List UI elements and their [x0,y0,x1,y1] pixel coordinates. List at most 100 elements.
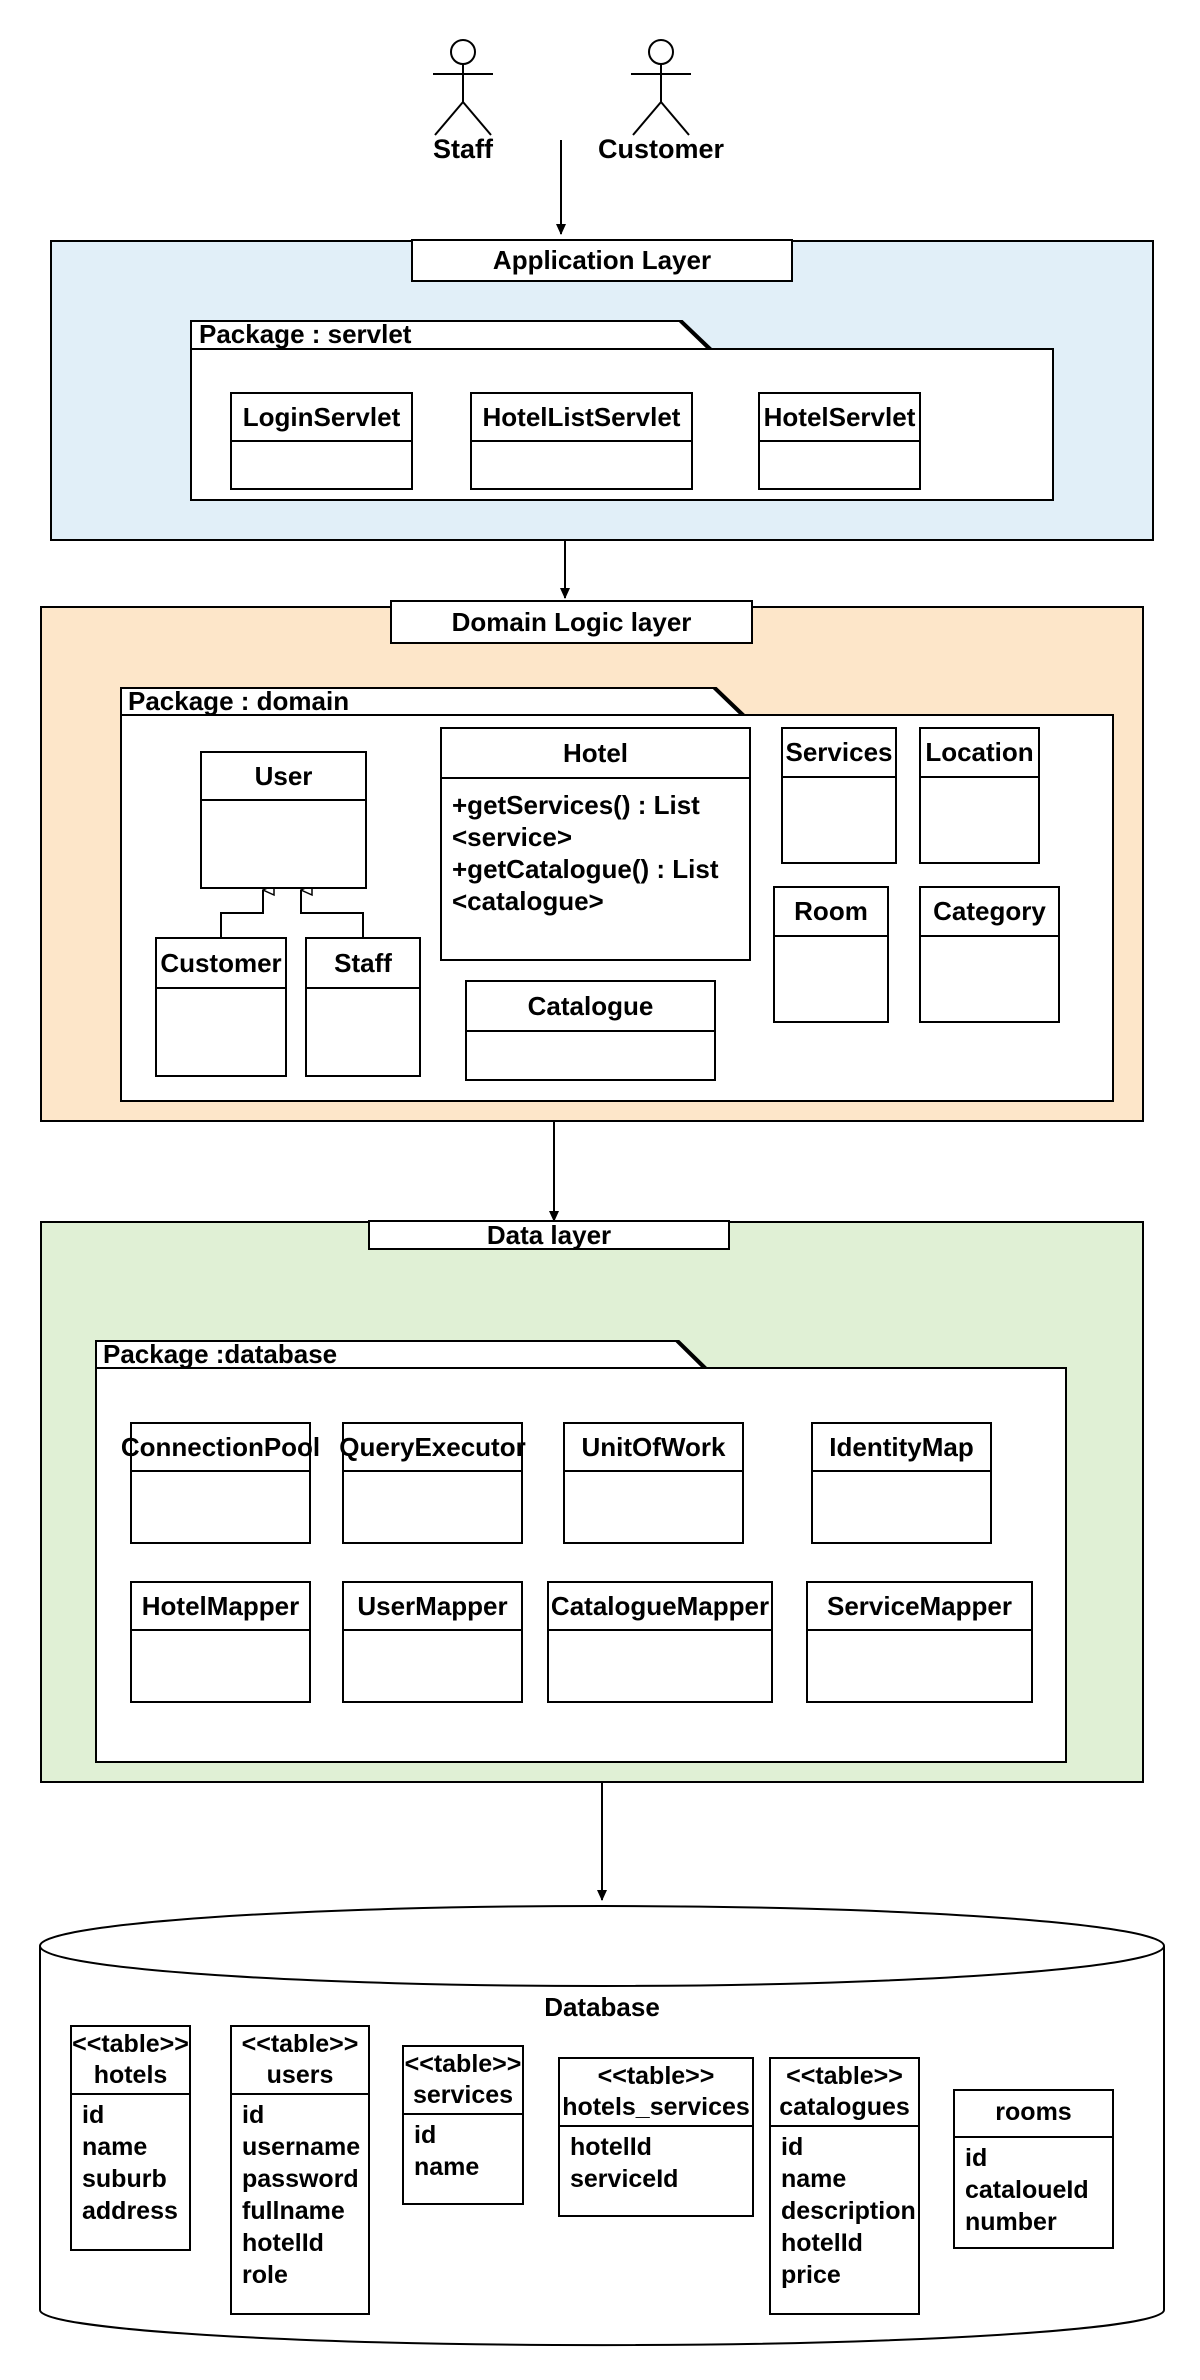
table-field: password [242,2165,359,2193]
table-hotels: <<table>> hotels id name suburb address [70,2025,191,2251]
class-name: HotelListServlet [472,394,691,442]
table-stereotype: <<table>> [404,2050,522,2078]
table-field: suburb [82,2165,167,2193]
domain-layer-title: Domain Logic layer [390,600,753,644]
table-field: name [414,2153,480,2181]
staff-actor-icon [433,39,493,136]
class-name: UserMapper [344,1583,521,1631]
class-name: IdentityMap [813,1424,990,1472]
servlet-package-tab [192,322,710,352]
table-field: address [82,2197,178,2225]
table-field: serviceId [570,2165,679,2193]
class-name: Catalogue [467,982,714,1032]
table-field: number [965,2208,1057,2236]
class-name: Staff [307,939,419,989]
table-services: <<table>> services id name [402,2045,524,2205]
class-name: Category [921,888,1058,937]
class-name: Location [921,729,1038,778]
table-name: catalogues [779,2093,910,2121]
table-field: id [82,2101,105,2129]
table-field: username [242,2133,361,2161]
data-layer-title: Data layer [368,1220,730,1250]
class-services: Services [781,727,897,864]
table-header: <<table>> catalogues [771,2059,918,2127]
table-name: users [266,2061,334,2089]
table-name: rooms [995,2098,1072,2126]
actor-customer-label: Customer [597,134,725,164]
database-label: Database [544,1992,660,2022]
domain-package-label: Package : domain [128,686,350,716]
class-name: HotelMapper [132,1583,309,1631]
class-hotelmapper: HotelMapper [130,1581,311,1703]
table-field: description [781,2197,916,2225]
table-fields: id username password fullname hotelId ro… [232,2095,368,2295]
class-usermapper: UserMapper [342,1581,523,1703]
table-field: cataloueId [965,2176,1089,2204]
application-layer-title: Application Layer [411,239,793,282]
table-header: rooms [955,2091,1112,2138]
class-name: ServiceMapper [808,1583,1031,1631]
class-hotel: Hotel +getServices() : List <service> +g… [440,727,751,961]
actor-staff-label: Staff [433,134,493,164]
table-stereotype: <<table>> [72,2030,189,2058]
table-users: <<table>> users id username password ful… [230,2025,370,2315]
class-category: Category [919,886,1060,1023]
table-catalogues: <<table>> catalogues id name description… [769,2057,920,2315]
table-stereotype: <<table>> [786,2062,903,2090]
class-name: Customer [157,939,285,989]
table-header: <<table>> users [232,2027,368,2095]
table-fields: id name suburb address [72,2095,189,2231]
hotel-method-line: +getCatalogue() : List [452,854,719,884]
class-queryexecutor: QueryExecutor [339,1422,526,1544]
table-stereotype: <<table>> [241,2030,359,2058]
table-stereotype: <<table>> [597,2062,715,2090]
table-fields: id name [404,2115,522,2187]
table-header: <<table>> hotels [72,2027,189,2095]
class-name: User [202,753,365,801]
class-catalogue: Catalogue [465,980,716,1081]
class-name: UnitOfWork [565,1424,742,1472]
table-field: id [965,2144,988,2172]
class-unitofwork: UnitOfWork [563,1422,744,1544]
class-customer: Customer [155,937,287,1077]
table-hotels-services: <<table>> hotels_services hotelId servic… [558,2057,754,2217]
table-field: hotelId [242,2229,324,2257]
class-connectionpool: ConnectionPool [121,1422,320,1544]
table-header: <<table>> services [404,2047,522,2115]
class-room: Room [773,886,889,1023]
class-hotelservlet: HotelServlet [758,392,921,490]
table-fields: id cataloueId number [955,2138,1112,2242]
table-field: role [242,2261,288,2289]
class-hotellistservlet: HotelListServlet [470,392,693,490]
table-name: services [412,2081,514,2109]
class-name: Services [783,729,895,778]
table-field: name [82,2133,148,2161]
class-name: LoginServlet [232,394,411,442]
class-name: ConnectionPool [121,1424,320,1472]
class-name: Hotel [442,729,749,779]
class-cataloguemapper: CatalogueMapper [547,1581,773,1703]
table-rooms: rooms id cataloueId number [953,2089,1114,2249]
class-name: HotelServlet [760,394,919,442]
table-fields: id name description hotelId price [771,2127,918,2295]
database-package-label: Package :database [103,1339,338,1369]
table-name: hotels_services [562,2093,750,2121]
table-field: fullname [242,2197,345,2225]
table-field: id [781,2133,804,2161]
class-identitymap: IdentityMap [811,1422,992,1544]
table-field: id [414,2121,437,2149]
table-field: hotelId [570,2133,652,2161]
class-name: CatalogueMapper [549,1583,771,1631]
table-field: hotelId [781,2229,863,2257]
servlet-package-label: Package : servlet [199,319,412,349]
customer-actor-icon [631,39,691,136]
class-loginservlet: LoginServlet [230,392,413,490]
table-field: id [242,2101,265,2129]
class-name: Room [775,888,887,937]
table-field: name [781,2165,847,2193]
class-user: User [200,751,367,889]
hotel-method-line: <catalogue> [452,886,604,916]
table-name: hotels [93,2061,168,2089]
class-servicemapper: ServiceMapper [806,1581,1033,1703]
hotel-method-line: <service> [452,822,573,852]
